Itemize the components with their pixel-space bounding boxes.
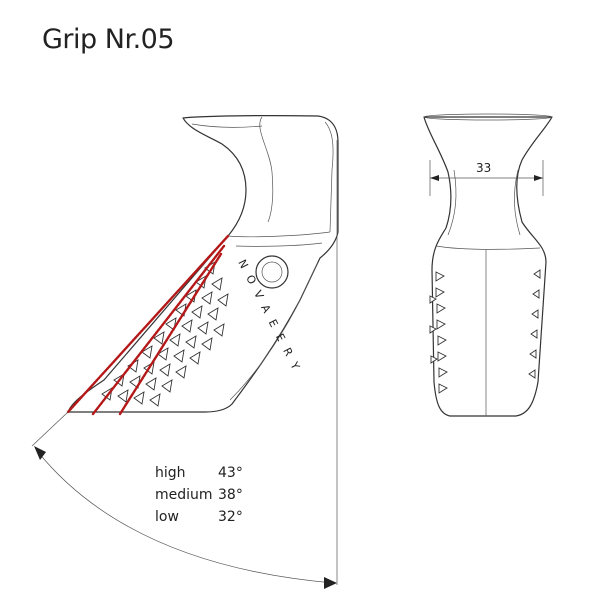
front-lattice-left (429, 271, 448, 394)
screw-hole-outer (255, 255, 289, 289)
grip-base-plate (227, 231, 331, 238)
dimension-arrow-right (534, 175, 543, 181)
angle-value-medium: 38° (218, 487, 243, 503)
front-lattice-right (528, 269, 541, 379)
angle-line-high (118, 252, 223, 416)
angle-value-low: 32° (218, 509, 243, 525)
angle-line-low (66, 234, 230, 414)
grip-front-inner-left (447, 169, 457, 236)
angle-legend: high 43° medium 38° low 32° (155, 465, 243, 525)
grip-side-outline (67, 115, 339, 413)
screw-hole-inner (261, 261, 283, 283)
angle-value-high: 43° (218, 465, 243, 481)
brand-lettering: NOVAEERY (235, 257, 306, 379)
angle-name-medium: medium (155, 487, 213, 503)
grip-front-top-edge (423, 113, 553, 121)
grip-front-outline (423, 116, 553, 417)
arc-arrow-left (34, 446, 46, 460)
grip-body-contour (229, 261, 319, 401)
grip-front-inner-right (514, 169, 521, 236)
angle-arc (31, 140, 338, 589)
lattice-pattern (101, 261, 229, 407)
angle-arc-curve (37, 451, 334, 584)
angle-name-low: low (155, 509, 179, 525)
grip-inner-contour-1 (259, 116, 274, 223)
grip-side-view: NOVAEERY (66, 115, 339, 416)
drawing-title: Grip Nr.05 (42, 24, 175, 55)
arc-arrow-right (324, 577, 337, 589)
grip-top-ridge (191, 123, 263, 128)
angle-line-medium (91, 244, 226, 416)
grip-base-edge (235, 242, 323, 247)
angle-name-high: high (155, 465, 186, 481)
angle-reference-extension (31, 411, 69, 447)
width-dimension: 33 (429, 160, 544, 196)
dimension-arrow-left (430, 175, 439, 181)
dimension-value: 33 (476, 161, 491, 175)
grip-front-view: 33 (423, 113, 553, 417)
grip-inner-contour-2 (324, 121, 334, 233)
grip-front-waist (435, 245, 541, 250)
